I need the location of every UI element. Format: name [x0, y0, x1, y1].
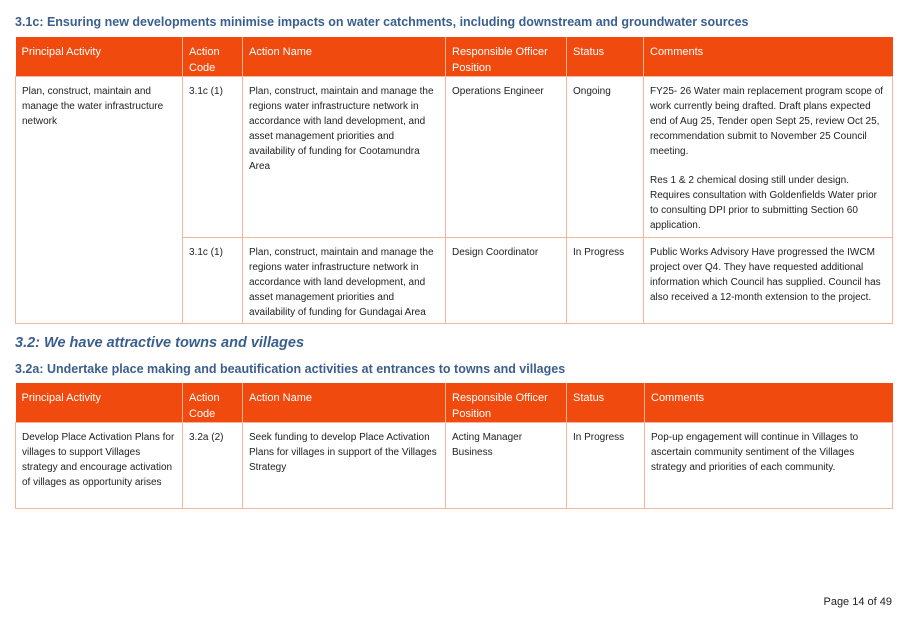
action-name-cell: Plan, construct, maintain and manage the… [242, 237, 446, 324]
comments-cell: Public Works Advisory Have progressed th… [643, 237, 893, 324]
officer-cell: Design Coordinator [445, 237, 567, 324]
table-header-row: Principal Activity Action Code Action Na… [15, 383, 893, 423]
comments-cell: Pop-up engagement will continue in Villa… [644, 422, 893, 509]
col-comments: Comments [643, 37, 893, 77]
table-header-row: Principal Activity Action Code Action Na… [15, 37, 893, 77]
officer-cell: Acting Manager Business [445, 422, 567, 509]
col-responsible-officer: Responsible Officer Position [445, 383, 567, 423]
col-responsible-officer: Responsible Officer Position [445, 37, 567, 77]
action-name-cell: Plan, construct, maintain and manage the… [242, 76, 446, 238]
col-comments: Comments [644, 383, 893, 423]
col-action-code: Action Code [182, 383, 243, 423]
comment-paragraph: FY25- 26 Water main replacement program … [650, 86, 884, 157]
col-status: Status [566, 383, 645, 423]
table-row: Develop Place Activation Plans for villa… [15, 422, 893, 509]
status-cell: Ongoing [566, 76, 644, 238]
col-principal-activity: Principal Activity [15, 37, 183, 77]
action-name-cell: Seek funding to develop Place Activation… [242, 422, 446, 509]
status-cell: In Progress [566, 237, 644, 324]
principal-activity-cell: Develop Place Activation Plans for villa… [15, 422, 183, 509]
page-number: Page 14 of 49 [823, 596, 892, 608]
table-row: Plan, construct, maintain and manage the… [15, 76, 893, 324]
col-action-code: Action Code [182, 37, 243, 77]
table-3-2a: Principal Activity Action Code Action Na… [15, 383, 893, 509]
section-heading-3-2a: 3.2a: Undertake place making and beautif… [15, 362, 566, 376]
action-code-cell: 3.2a (2) [182, 422, 243, 509]
table-3-1c: Principal Activity Action Code Action Na… [15, 37, 893, 324]
action-code-cell: 3.1c (1) [182, 237, 243, 324]
status-cell: In Progress [566, 422, 645, 509]
col-action-name: Action Name [242, 383, 446, 423]
col-action-name: Action Name [242, 37, 446, 77]
section-heading-3-2: 3.2: We have attractive towns and villag… [15, 335, 305, 351]
col-status: Status [566, 37, 644, 77]
principal-activity-cell: Plan, construct, maintain and manage the… [15, 76, 183, 324]
comments-cell: FY25- 26 Water main replacement program … [643, 76, 893, 238]
col-principal-activity: Principal Activity [15, 383, 183, 423]
section-heading-3-1c: 3.1c: Ensuring new developments minimise… [15, 15, 749, 29]
officer-cell: Operations Engineer [445, 76, 567, 238]
action-code-cell: 3.1c (1) [182, 76, 243, 238]
comment-paragraph: Res 1 & 2 chemical dosing still under de… [650, 175, 877, 231]
table-row: 3.1c (1) Plan, construct, maintain and m… [16, 237, 893, 324]
